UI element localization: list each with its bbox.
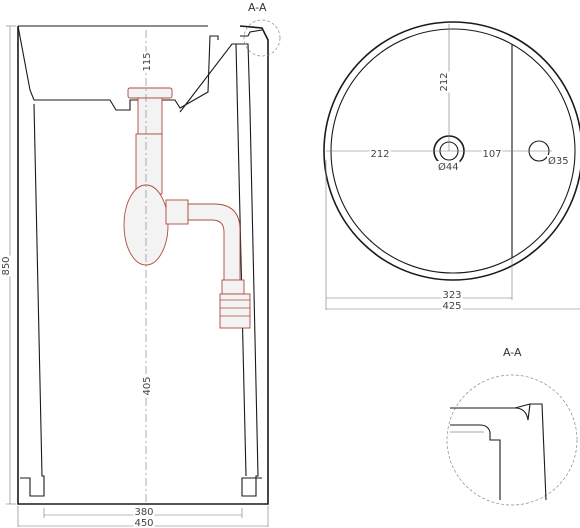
pedestal-inner-right (179, 43, 262, 497)
dim-text-bg (441, 301, 463, 312)
drain-plug (127, 87, 173, 99)
waste-pipe-bend (187, 203, 241, 291)
dim-323-text: 323 (442, 290, 461, 301)
dim-text-bg (133, 518, 155, 528)
dim-450-text: 450 (134, 518, 153, 528)
drain-neck (137, 97, 163, 135)
dim-text-bg (437, 161, 460, 173)
dim-212-h-text: 212 (370, 149, 389, 160)
dim-drain-diameter: Ø44 (438, 161, 459, 173)
dim-text-bg (441, 290, 463, 301)
trap-outlet-joint (165, 199, 189, 225)
basin-outer-outline (17, 25, 269, 505)
dim-212-v-text: 212 (439, 72, 450, 91)
waste-pipe-coupler (221, 279, 245, 295)
detail-rim-profile (450, 424, 501, 500)
dim-text-bg (142, 51, 153, 73)
section-label-detail: A-A (503, 346, 522, 359)
dim-text-bg (1, 255, 12, 277)
pedestal-inner-left (20, 103, 45, 497)
bowl-inner-profile (17, 25, 219, 111)
dim-405-text: 405 (142, 376, 153, 395)
dim-425-text: 425 (442, 301, 461, 312)
detail-wall-profile (450, 403, 547, 501)
basin-outer-circle (323, 21, 580, 281)
dim-text-bg (481, 149, 503, 160)
dim-380-text: 380 (134, 507, 153, 518)
dim-text-bg (547, 155, 570, 167)
dim-107-text: 107 (482, 149, 501, 160)
trap-tube-upper (135, 133, 163, 195)
dim-115-text: 115 (142, 52, 153, 71)
dim-text-bg (439, 71, 450, 93)
drain-trap (123, 87, 251, 329)
section-callout-circle (243, 19, 281, 57)
section-label-top: A-A (248, 1, 267, 14)
dim-850-text: 850 (1, 256, 12, 275)
wall-line-a (235, 43, 247, 477)
dim-text-bg (142, 375, 153, 397)
detail-wall-line (514, 403, 531, 409)
dim-text-bg (369, 149, 391, 160)
dim-tap-diameter: Ø35 (548, 155, 569, 167)
detail-circle (446, 374, 578, 506)
rim-detail (240, 29, 263, 37)
front-section-view: 850 115 405 380 450 A-A (1, 1, 281, 528)
waste-pipe-end (219, 293, 251, 329)
dim-text-bg (133, 507, 155, 518)
detail-view: A-A (446, 346, 578, 506)
top-plan-view: 212 212 107 Ø44 Ø35 323 425 (323, 21, 580, 312)
